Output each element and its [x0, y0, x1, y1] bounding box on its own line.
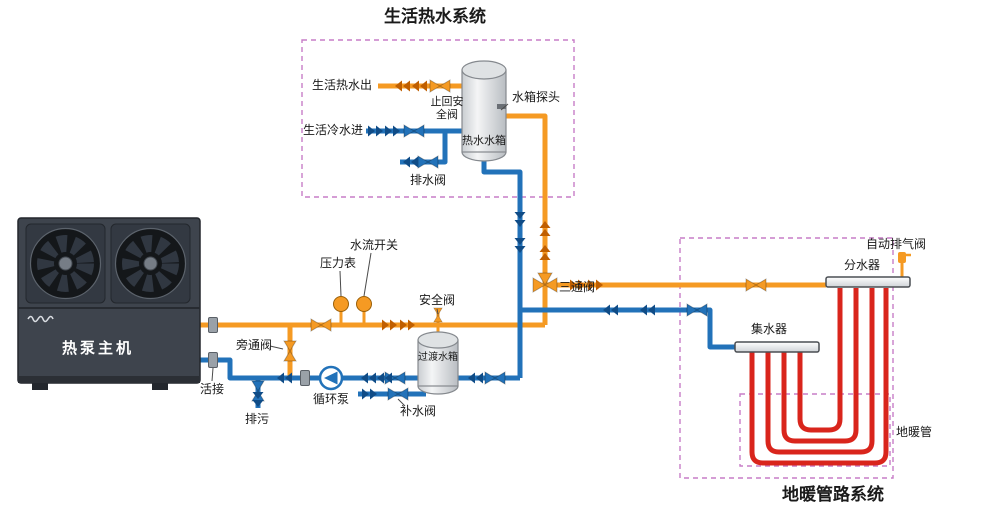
transition-tank-label: 过渡水箱: [418, 352, 458, 363]
drain-valve-label: 排水阀: [410, 173, 447, 187]
pointer-lines: [211, 103, 509, 407]
hot-water-tank: [461, 60, 507, 162]
distributor-label: 分水器: [844, 258, 881, 272]
makeup-valve-label: 补水阀: [400, 404, 437, 418]
supply-valve-icon: [310, 318, 332, 332]
cold-in-valve-icon: [403, 124, 425, 138]
heat-pump-unit: [17, 217, 201, 390]
collector-label: 集水器: [751, 322, 788, 336]
pressure-gauge-icon: [332, 295, 350, 327]
safety-valve-icon: [433, 307, 443, 323]
union-fitting-icon: [208, 317, 218, 333]
union-fitting-icon: [208, 352, 218, 368]
floor-coil-pipes: [749, 288, 889, 466]
hot-out-label: 生活热水出: [312, 78, 373, 92]
auto-vent-valve-icon: [898, 252, 911, 263]
union-label: 活接: [200, 382, 225, 396]
check-safety-valve-icon: [429, 79, 451, 93]
return-valve-right-icon: [484, 371, 506, 385]
flow-switch-label: 水流开关: [350, 238, 399, 252]
floor-heating-box-outline: [679, 237, 894, 479]
check-safety-valve-label: 止回安全阀: [430, 95, 464, 121]
auto-vent-valve-label: 自动排气阀: [866, 237, 927, 251]
union-fitting-icon: [300, 370, 310, 386]
tank-probe-icon: [497, 104, 506, 109]
flow-switch-icon: [355, 295, 373, 327]
floor-pipe-label: 地暖管: [896, 425, 933, 439]
hot-water-system-title: 生活热水系统: [384, 7, 486, 27]
safety-valve-label: 安全阀: [419, 293, 456, 307]
bypass-valve-label: 旁通阀: [236, 338, 273, 352]
three-way-valve-label: 三通阀: [559, 280, 596, 294]
pressure-gauge-label: 压力表: [320, 256, 357, 270]
floor-coil-box-outline: [739, 393, 891, 467]
floor-heating-system-title: 地暖管路系统: [782, 485, 884, 505]
drain-valve-icon: [417, 155, 439, 169]
bypass-valve-icon: [283, 340, 297, 362]
heat-pump-label: 热泵主机: [62, 339, 135, 357]
circulation-pump-label: 循环泵: [313, 392, 350, 406]
floor-supply-valve-icon: [745, 278, 767, 292]
fan-icon: [29, 227, 102, 300]
makeup-valve-icon: [387, 387, 409, 401]
blowdown-label: 排污: [245, 412, 270, 426]
floor-return-valve-icon: [686, 303, 708, 317]
transition-tank: [417, 331, 459, 395]
distributor-bar: [825, 276, 911, 288]
cold-pipes: [200, 128, 737, 408]
brand-logo: [27, 315, 54, 323]
cold-in-label: 生活冷水进: [303, 123, 364, 137]
hot-water-box-outline: [301, 39, 575, 198]
fan-icon: [114, 227, 187, 300]
circulation-pump-icon: [318, 365, 344, 391]
hot-water-tank-label: 热水水箱: [462, 134, 506, 147]
tank-probe-label: 水箱探头: [512, 90, 561, 104]
collector-bar: [734, 341, 820, 353]
